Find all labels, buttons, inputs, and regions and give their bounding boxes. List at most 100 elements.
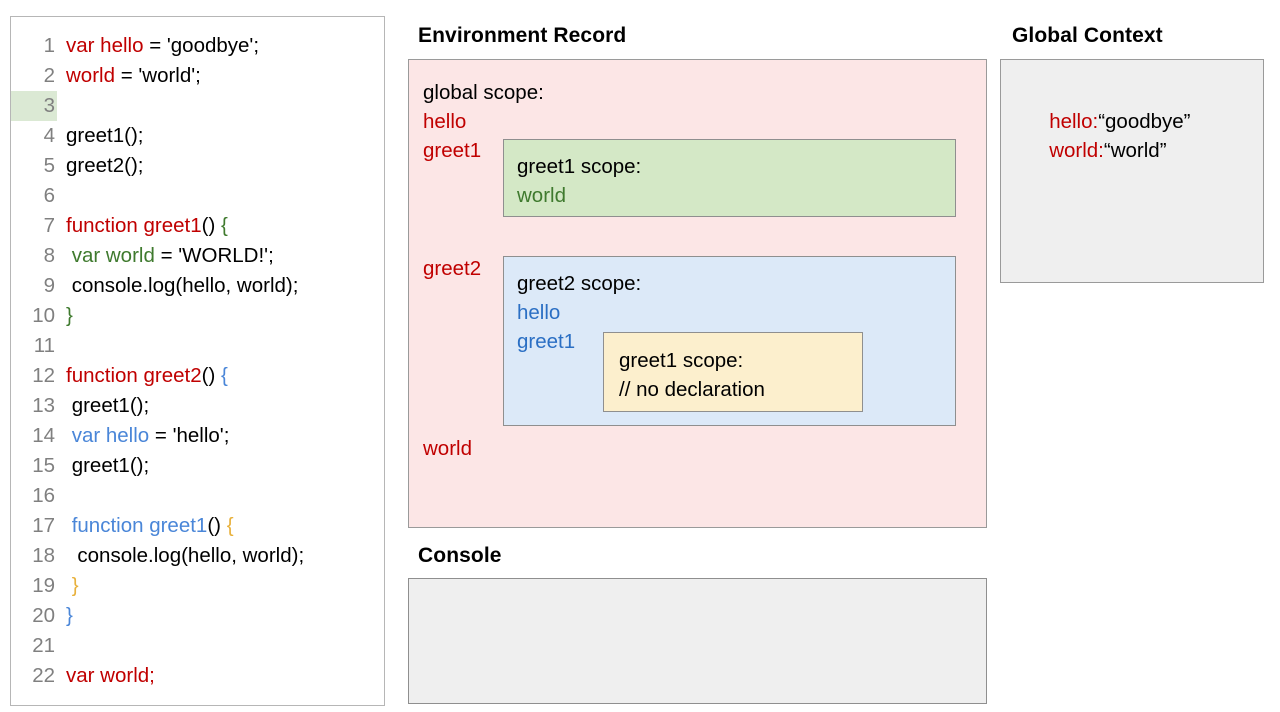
- code-line-text: var hello = 'goodbye';: [57, 31, 259, 61]
- code-line-number: 16: [32, 484, 55, 507]
- global-context-value-world: “world”: [1103, 139, 1167, 162]
- code-line-number: 17: [32, 514, 55, 537]
- code-line[interactable]: 19 }: [11, 571, 384, 601]
- global-context-title: Global Context: [1012, 24, 1163, 47]
- code-line-number: 19: [32, 574, 55, 597]
- environment-record-title: Environment Record: [418, 24, 627, 47]
- code-line-number: 11: [33, 334, 55, 357]
- code-token: console.log(hello, world);: [66, 544, 305, 567]
- code-line-number: 15: [32, 454, 55, 477]
- code-line-number: 10: [32, 304, 55, 327]
- code-token: world: [66, 64, 115, 87]
- code-line-number: 1: [43, 34, 55, 57]
- code-line-number: 13: [32, 394, 55, 417]
- code-token: }: [71, 574, 79, 597]
- code-line-text: console.log(hello, world);: [57, 541, 304, 571]
- code-line[interactable]: 14 var hello = 'hello';: [11, 421, 384, 451]
- code-token: (): [201, 364, 221, 387]
- code-line[interactable]: 17 function greet1() {: [11, 511, 384, 541]
- code-line-number: 5: [43, 154, 55, 177]
- code-line-text: }: [57, 571, 79, 601]
- code-line-number: 20: [32, 604, 55, 627]
- code-line[interactable]: 15 greet1();: [11, 451, 384, 481]
- code-token: greet1();: [66, 124, 144, 147]
- code-line-number: 14: [32, 424, 55, 447]
- code-line[interactable]: 18 console.log(hello, world);: [11, 541, 384, 571]
- code-line[interactable]: 21: [11, 631, 384, 661]
- code-line-number: 21: [32, 634, 55, 657]
- code-token: }: [66, 604, 73, 627]
- code-line[interactable]: 4 greet1();: [11, 121, 384, 151]
- code-line[interactable]: 16: [11, 481, 384, 511]
- code-token: greet1();: [66, 454, 150, 477]
- code-line-number: 9: [43, 274, 55, 297]
- code-line-number: 2: [43, 64, 55, 87]
- code-line[interactable]: 9 console.log(hello, world);: [11, 271, 384, 301]
- code-token: }: [66, 304, 73, 327]
- code-token: greet1();: [66, 394, 150, 417]
- global-context-key-world: world:: [1049, 139, 1104, 162]
- code-line-text: console.log(hello, world);: [57, 271, 299, 301]
- code-token: (): [207, 514, 227, 537]
- code-line-text: function greet1() {: [57, 511, 234, 541]
- code-line[interactable]: 3: [11, 91, 384, 121]
- code-line-text: var world;: [57, 661, 155, 691]
- code-line-text: }: [57, 301, 73, 331]
- code-line-text: world = 'world';: [57, 61, 201, 91]
- greet1-scope-label: greet1 scope:: [517, 155, 642, 178]
- code-token: function greet2: [66, 364, 202, 387]
- global-context-box: hello:“goodbye” world:“world”: [1000, 59, 1264, 283]
- code-token: = 'WORLD!';: [154, 244, 274, 267]
- code-line[interactable]: 11: [11, 331, 384, 361]
- code-token: = 'world';: [115, 64, 201, 87]
- code-line[interactable]: 8 var world = 'WORLD!';: [11, 241, 384, 271]
- greet2-binding-hello: hello: [517, 301, 561, 324]
- greet2-scope-label: greet2 scope:: [517, 272, 642, 295]
- greet1-scope-box: greet1 scope: world: [503, 139, 956, 217]
- code-line-number: 22: [32, 664, 55, 687]
- greet2-binding-greet1: greet1: [517, 330, 576, 353]
- global-binding-world: world: [423, 437, 472, 460]
- code-line-text: greet2();: [57, 151, 143, 181]
- code-line-text: }: [57, 601, 73, 631]
- code-token: function greet1: [71, 514, 208, 537]
- code-line-text: function greet1() {: [57, 211, 228, 241]
- code-token: var world: [66, 664, 150, 687]
- code-token: ;: [149, 664, 155, 687]
- code-line[interactable]: 10}: [11, 301, 384, 331]
- code-line[interactable]: 20}: [11, 601, 384, 631]
- code-line-text: greet1();: [57, 121, 143, 151]
- code-line[interactable]: 6: [11, 181, 384, 211]
- code-line-number: 4: [43, 124, 55, 147]
- code-line-number: 3: [11, 91, 57, 121]
- code-token: greet2();: [66, 154, 144, 177]
- code-token: {: [220, 214, 228, 237]
- code-line-number: 18: [32, 544, 55, 567]
- inner-greet1-scope-box: greet1 scope: // no declaration: [603, 332, 863, 412]
- code-line-number: 7: [43, 214, 55, 237]
- global-scope-box: global scope: hello greet1 greet2 world …: [408, 59, 987, 528]
- code-line-text: greet1();: [57, 451, 149, 481]
- console-box[interactable]: [408, 578, 987, 704]
- console-title: Console: [418, 544, 502, 567]
- global-binding-greet1: greet1: [423, 139, 482, 162]
- code-token: console.log(hello, world);: [66, 274, 299, 297]
- code-token: {: [220, 364, 228, 387]
- code-line-text: greet1();: [57, 391, 149, 421]
- code-line[interactable]: 13 greet1();: [11, 391, 384, 421]
- code-token: {: [226, 514, 234, 537]
- code-token: = 'hello';: [149, 424, 230, 447]
- code-line[interactable]: 5 greet2();: [11, 151, 384, 181]
- code-token: (): [201, 214, 221, 237]
- global-context-key-hello: hello:: [1049, 110, 1099, 133]
- code-token: var hello: [71, 424, 150, 447]
- code-line-number: 8: [43, 244, 55, 267]
- inner-greet1-scope-note: // no declaration: [619, 378, 765, 401]
